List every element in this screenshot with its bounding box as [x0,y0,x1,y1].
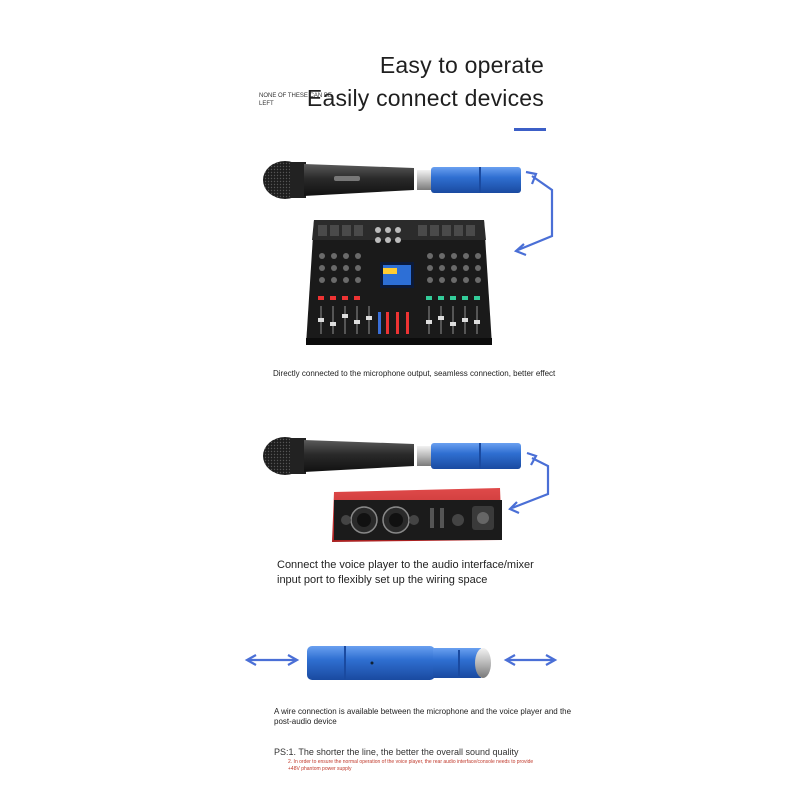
adapter-caption-line-1: A wire connection is available between t… [274,707,572,716]
adapter-caption-line-2: post-audio device [274,717,337,726]
connection-arrow-2 [508,451,550,515]
side-note: NONE OF THESE CAN BE LEFT [259,93,332,107]
ps-note: 2. In order to ensure the normal operati… [288,759,534,772]
audio-mixer [306,220,492,345]
xlr-adapter-2 [417,443,521,469]
adapter-large [307,646,491,680]
bidirectional-arrow-right [503,654,558,666]
ps-line: PS:1. The shorter the line, the better t… [274,747,519,757]
bidirectional-arrow-left [244,654,300,666]
interface-caption-line-2: input port to flexibly set up the wiring… [277,574,488,586]
accent-line [514,128,546,131]
title-line-2: Easily connect devices [306,85,544,111]
microphone-1 [263,161,414,199]
microphone-2 [263,437,414,475]
interface-caption-line-1: Connect the voice player to the audio in… [277,559,534,571]
title-line-1: Easy to operate [379,52,544,78]
xlr-adapter-1 [417,167,521,193]
audio-interface [332,488,502,542]
connection-arrow-1 [513,170,554,257]
mixer-caption: Directly connected to the microphone out… [273,369,556,378]
